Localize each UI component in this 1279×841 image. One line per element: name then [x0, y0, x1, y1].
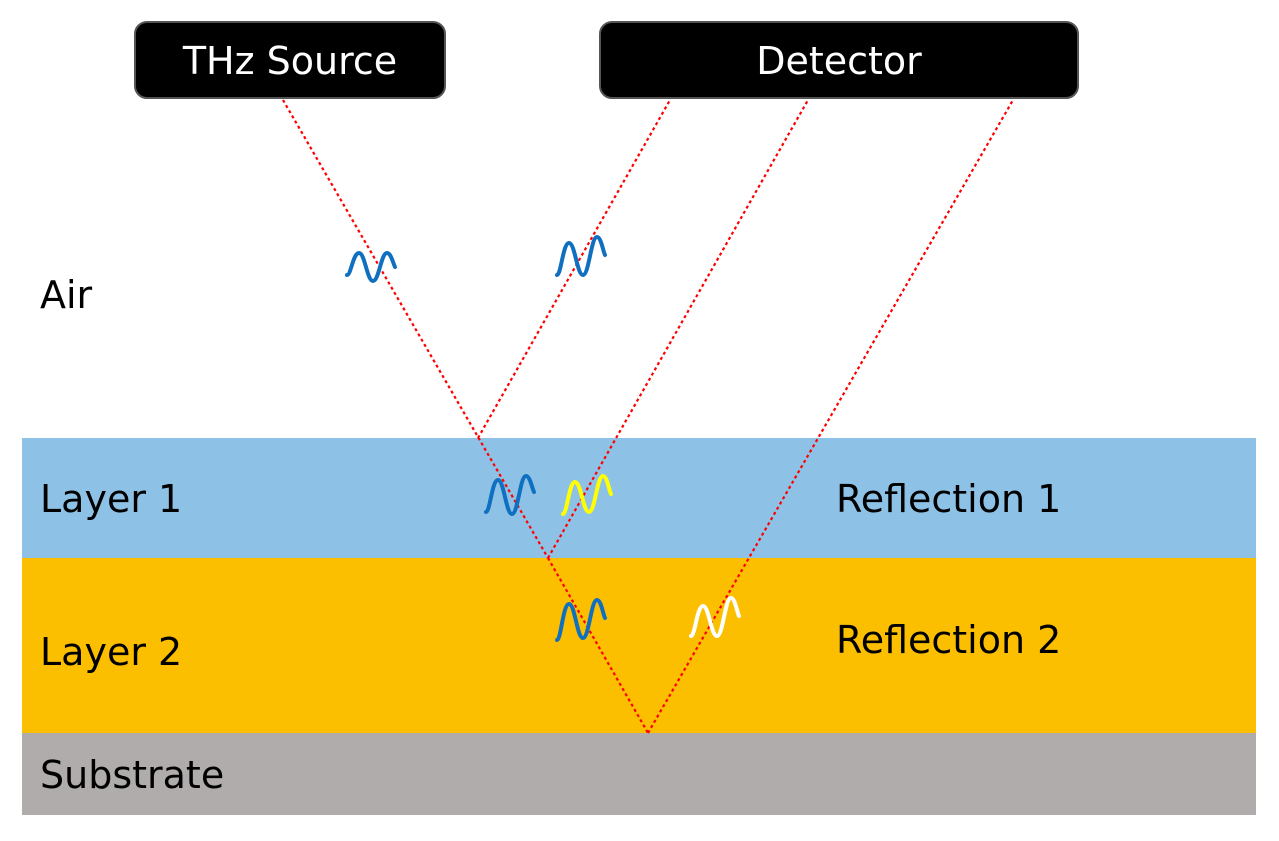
reflection1-ray	[547, 99, 809, 559]
reflection1-label: Reflection 1	[836, 477, 1061, 521]
thz-source-box: THz Source	[134, 21, 446, 99]
sine-wave-icon	[689, 596, 741, 638]
sine-wave-icon	[484, 474, 536, 516]
sine-wave-icon	[345, 251, 397, 283]
layer2-label: Layer 2	[40, 630, 182, 674]
thz-source-label: THz Source	[182, 39, 397, 83]
air-label: Air	[40, 273, 93, 317]
substrate-label: Substrate	[40, 753, 224, 797]
sine-wave-icon	[555, 598, 607, 642]
detector-box: Detector	[599, 21, 1079, 99]
reflection2-label: Reflection 2	[836, 618, 1061, 662]
sine-wave-icon	[555, 235, 607, 277]
reflection2-ray	[647, 99, 1014, 734]
layer2-band	[22, 558, 1256, 733]
layer1-band	[22, 438, 1256, 558]
detector-label: Detector	[756, 39, 922, 83]
incident-ray	[282, 99, 549, 559]
sine-wave-icon	[561, 474, 613, 516]
layer1-label: Layer 1	[40, 477, 182, 521]
substrate-band	[22, 733, 1256, 815]
surface-reflection-ray	[477, 99, 671, 439]
ray-paths	[282, 99, 1014, 734]
